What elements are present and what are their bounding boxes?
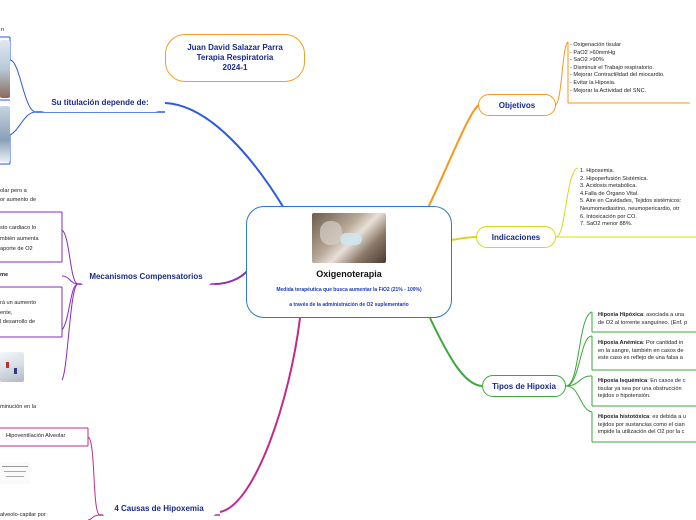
- list-item: 4.Falla de Órgano Vital.: [580, 191, 681, 199]
- fragment-alveolar: olar pero a: [0, 188, 27, 194]
- list-item: 7. SaO2 menor 88%.: [580, 221, 681, 229]
- branch-causas[interactable]: 4 Causas de Hipoxemia: [100, 499, 218, 517]
- fragment-top: n: [1, 27, 4, 33]
- mountain-climber-photo: [0, 40, 10, 98]
- author-course: Terapia Respiratoria: [197, 53, 274, 63]
- list-item: 1. Hipoxemia.: [580, 168, 681, 176]
- objetivos-list: - Oxigenación tisular - PaO2 >60mmHg - S…: [570, 42, 665, 95]
- list-item: Neumomediastino, neumopericardio, otr: [580, 206, 681, 214]
- central-line-2: a través de la administración de O2 supl…: [247, 302, 451, 308]
- central-node[interactable]: Oxigenoterapia Medida terapéutica que bu…: [246, 206, 452, 318]
- fragment-desarrollo: l desarrollo de: [0, 319, 35, 325]
- list-item: - PaO2 >60mmHg: [570, 50, 665, 58]
- list-item: - Mejorar la Actividad del SNC.: [570, 88, 665, 96]
- fragment-disminucion: minución en la: [0, 404, 36, 410]
- list-item: 6. Intoxicación por CO.: [580, 214, 681, 222]
- fragment-aumento-de: or aumento de: [0, 197, 36, 203]
- author-period: 2024-1: [223, 63, 248, 73]
- hipoxia-hipoxica-entry: Hipoxia Hipóxica: asociada a una de O2 a…: [598, 312, 687, 327]
- connector-indicaciones: [452, 237, 478, 240]
- hipoxia-term: Hipoxia Anémica: [598, 340, 643, 346]
- list-item: - Evitar la Hipoxia.: [570, 80, 665, 88]
- causa-hipoventilacion[interactable]: Hipoventilación Alveolar: [6, 433, 65, 439]
- author-box[interactable]: Juan David Salazar Parra Terapia Respira…: [165, 34, 305, 82]
- fragment-me: me: [0, 272, 8, 278]
- indicaciones-list: 1. Hipoxemia. 2. Hipoperfusión Sistémica…: [580, 168, 681, 229]
- list-item: - Mejorar Contractilidad del miocardio.: [570, 72, 665, 80]
- fragment-ente: ente,: [0, 310, 12, 316]
- connector-mecanismos: [215, 270, 248, 284]
- hipoxia-anemica-entry: Hipoxia Anémica: Por cantidad in en la s…: [598, 340, 684, 363]
- diagram-thumbnail: [0, 462, 30, 484]
- central-title: Oxigenoterapia: [247, 269, 451, 279]
- fragment-aumento: rá un aumento: [0, 300, 36, 306]
- hipoxia-term: Hipoxia Isquémica: [598, 378, 647, 384]
- list-item: 3. Acidosis metabólica.: [580, 183, 681, 191]
- branch-titulacion[interactable]: Su titulación depende de:: [36, 92, 164, 112]
- branch-mecanismos-label: Mecanismos Compensatorios: [89, 272, 202, 281]
- hipoxia-term: Hipoxia histotóxica: [598, 414, 649, 420]
- hipoxia-histotoxica-entry: Hipoxia histotóxica: es debida a u tejid…: [598, 414, 686, 437]
- branch-tipos[interactable]: Tipos de Hipoxia: [482, 375, 566, 397]
- fragment-aporte: aporte de O2: [0, 246, 33, 252]
- branch-indicaciones[interactable]: Indicaciones: [476, 226, 556, 248]
- branch-titulacion-label: Su titulación depende de:: [51, 98, 148, 107]
- list-item: 5. Aire en Cavidades, Tejidos sistémicos…: [580, 198, 681, 206]
- branch-objetivos[interactable]: Objetivos: [478, 94, 556, 116]
- branch-objetivos-label: Objetivos: [499, 101, 535, 110]
- list-item: - Oxigenación tisular: [570, 42, 665, 50]
- connector-objetivos: [428, 104, 480, 208]
- fragment-tambien: mbién aumenta: [0, 236, 39, 242]
- branch-causas-label: 4 Causas de Hipoxemia: [114, 504, 203, 513]
- connector-titulacion: [165, 103, 285, 210]
- subconnector-titulacion-a: [10, 60, 36, 112]
- branch-indicaciones-label: Indicaciones: [492, 233, 540, 242]
- altitude-photo: [0, 106, 10, 162]
- author-name: Juan David Salazar Parra: [187, 43, 283, 53]
- list-item: - Disminuir el Trabajo respiratorio.: [570, 65, 665, 73]
- subconnector-titulacion-b: [10, 112, 36, 135]
- list-item: - SaO2 >90%: [570, 57, 665, 65]
- list-item: 2. Hipoperfusión Sistémica.: [580, 176, 681, 184]
- hipoxia-term: Hipoxia Hipóxica: [598, 312, 643, 318]
- connector-causas: [220, 318, 300, 512]
- branch-tipos-label: Tipos de Hipoxia: [492, 382, 556, 391]
- central-line-1: Medida terapéutica que busca aumentar la…: [247, 287, 451, 293]
- branch-mecanismos[interactable]: Mecanismos Compensatorios: [78, 266, 214, 286]
- fragment-gasto: sto cardiaco lo: [0, 225, 36, 231]
- fragment-alveolo: alveolo-capilar por: [0, 512, 46, 518]
- oxygen-mask-photo: [312, 213, 386, 263]
- mountaineers-photo: [0, 352, 24, 382]
- hipoxia-isquemica-entry: Hipoxia Isquémica: En casos de c tisular…: [598, 378, 685, 401]
- connector-tipos: [430, 318, 482, 386]
